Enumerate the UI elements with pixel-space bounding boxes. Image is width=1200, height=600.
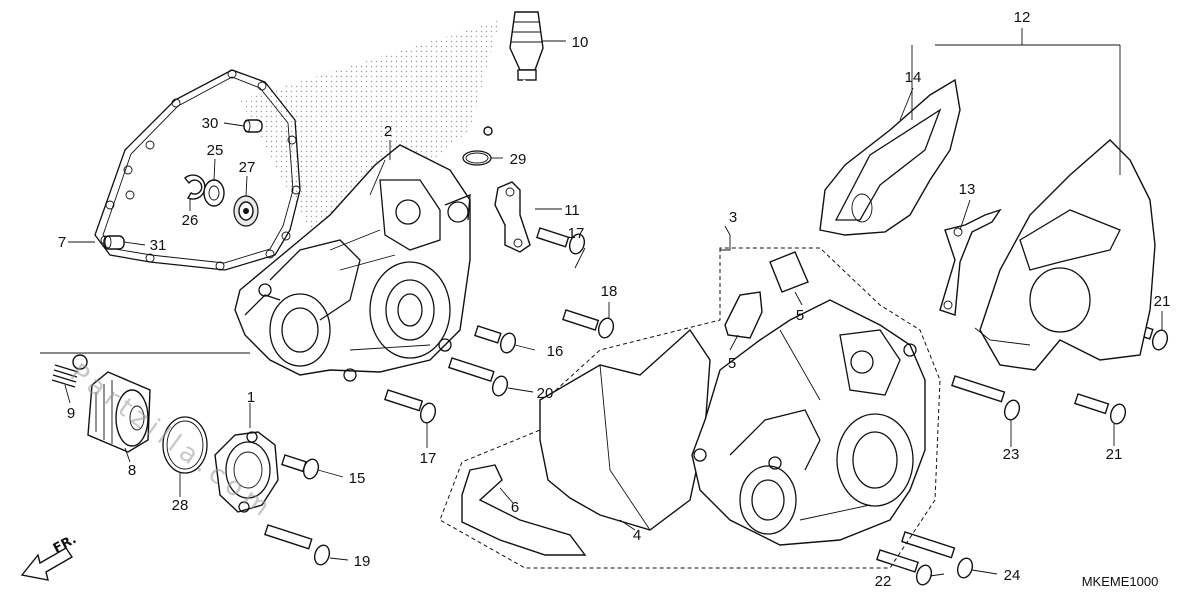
label-22: 22 bbox=[875, 573, 892, 590]
bracket-13 bbox=[939, 208, 1002, 316]
bracket-11 bbox=[494, 181, 531, 253]
o-ring-28 bbox=[162, 416, 208, 474]
cover-14 bbox=[819, 78, 961, 236]
label-9: 9 bbox=[67, 405, 75, 422]
bolt-22 bbox=[876, 549, 933, 586]
label-25: 25 bbox=[207, 142, 224, 159]
bolt-20 bbox=[448, 357, 509, 397]
bolt-19 bbox=[264, 524, 331, 566]
bolt-17-lower bbox=[384, 389, 437, 424]
o-ring-29 bbox=[462, 150, 492, 166]
label-19: 19 bbox=[354, 553, 371, 570]
oil-dipstick bbox=[483, 11, 544, 136]
cover-12 bbox=[974, 139, 1156, 371]
pad-5-lower bbox=[724, 291, 763, 339]
label-17a: 17 bbox=[568, 225, 585, 242]
label-12: 12 bbox=[1014, 9, 1031, 26]
label-31: 31 bbox=[150, 237, 167, 254]
assembly-outline-3 bbox=[439, 247, 941, 569]
label-3: 3 bbox=[729, 209, 737, 226]
bolt-15 bbox=[281, 454, 320, 480]
label-8: 8 bbox=[128, 462, 136, 479]
label-27: 27 bbox=[239, 159, 256, 176]
diagram-code: MKEME1000 bbox=[1082, 574, 1159, 589]
label-17b: 17 bbox=[420, 450, 437, 467]
label-21a: 21 bbox=[1154, 293, 1171, 310]
label-30: 30 bbox=[202, 115, 219, 132]
leader-lines bbox=[40, 28, 1163, 577]
label-18: 18 bbox=[601, 283, 618, 300]
label-10: 10 bbox=[572, 34, 589, 51]
snap-ring-26 bbox=[184, 174, 206, 200]
label-23: 23 bbox=[1003, 446, 1020, 463]
label-15: 15 bbox=[349, 470, 366, 487]
label-28: 28 bbox=[172, 497, 189, 514]
projection-shading bbox=[240, 20, 500, 250]
gasket bbox=[94, 69, 301, 271]
spring-9 bbox=[51, 354, 88, 388]
front-direction-arrow: FR. bbox=[20, 532, 79, 581]
cover-4 bbox=[539, 328, 711, 531]
oil-filter bbox=[87, 371, 151, 453]
label-24: 24 bbox=[1004, 567, 1021, 584]
label-16: 16 bbox=[547, 343, 564, 360]
bolt-24 bbox=[901, 531, 974, 579]
label-14: 14 bbox=[905, 69, 922, 86]
pad-5-upper bbox=[769, 251, 809, 293]
label-5b: 5 bbox=[728, 355, 736, 372]
label-11: 11 bbox=[564, 202, 580, 219]
dowel-pin-30 bbox=[243, 119, 263, 133]
label-4: 4 bbox=[633, 527, 641, 544]
label-5a: 5 bbox=[796, 307, 804, 324]
bolt-18 bbox=[562, 309, 615, 339]
bearing-27 bbox=[233, 195, 259, 227]
cover-6 bbox=[461, 464, 587, 556]
oil-filter-cover bbox=[214, 431, 279, 513]
left-crankcase-cover bbox=[234, 144, 471, 382]
label-2: 2 bbox=[384, 123, 392, 140]
bolt-16 bbox=[474, 325, 517, 354]
label-20: 20 bbox=[537, 385, 554, 402]
bolt-21-lower bbox=[1074, 393, 1127, 425]
bolt-17-upper bbox=[536, 227, 586, 255]
label-6: 6 bbox=[511, 499, 519, 516]
label-7: 7 bbox=[58, 234, 66, 251]
label-26: 26 bbox=[182, 212, 199, 229]
part-labels: 1 2 3 4 5 5 6 7 8 9 10 11 12 13 14 15 16… bbox=[58, 9, 1171, 590]
dowel-pin-31 bbox=[103, 235, 125, 250]
bolt-23 bbox=[951, 375, 1021, 421]
label-1: 1 bbox=[247, 389, 255, 406]
washer-25 bbox=[203, 179, 225, 207]
label-21b: 21 bbox=[1106, 446, 1123, 463]
label-29: 29 bbox=[510, 151, 527, 168]
crankcase-cover-assy bbox=[691, 299, 926, 546]
label-13: 13 bbox=[959, 181, 976, 198]
